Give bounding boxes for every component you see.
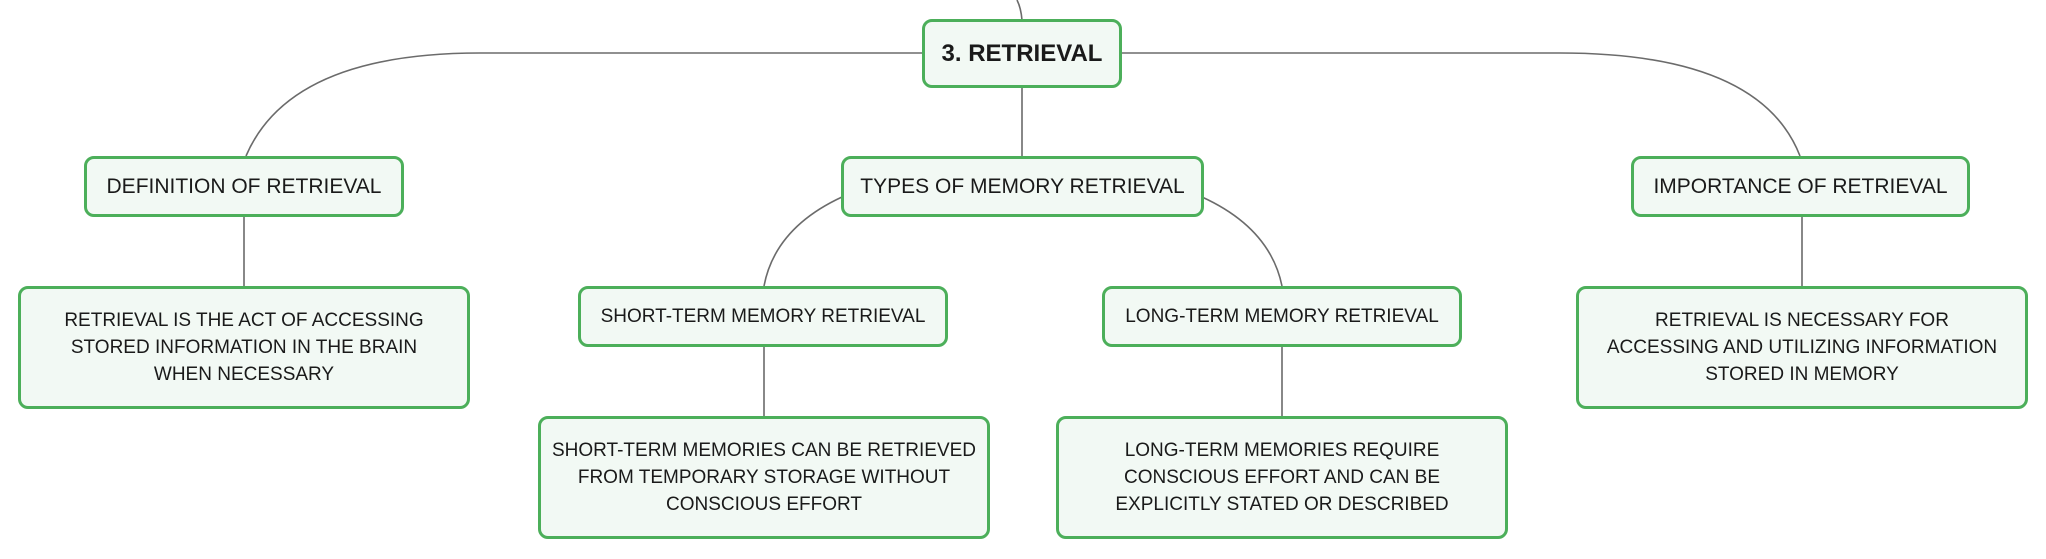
long-term-node[interactable]: LONG-TERM MEMORY RETRIEVAL: [1102, 286, 1462, 347]
definition-detail-text: RETRIEVAL IS THE ACT OF ACCESSING STORED…: [64, 310, 424, 385]
connector-root-to-definition: [245, 52, 922, 157]
root-node-label: 3. RETRIEVAL: [941, 40, 1103, 67]
short-term-detail-text: SHORT-TERM MEMORIES CAN BE RETRIEVED FRO…: [551, 440, 977, 515]
types-node-label: TYPES OF MEMORY RETRIEVAL: [860, 175, 1185, 198]
importance-node[interactable]: IMPORTANCE OF RETRIEVAL: [1631, 156, 1970, 217]
importance-detail-text: RETRIEVAL IS NECESSARY FOR ACCESSING AND…: [1606, 310, 1998, 385]
root-node[interactable]: 3. RETRIEVAL: [922, 19, 1122, 88]
long-term-node-label: LONG-TERM MEMORY RETRIEVAL: [1125, 306, 1439, 327]
importance-detail-node[interactable]: RETRIEVAL IS NECESSARY FOR ACCESSING AND…: [1576, 286, 2028, 409]
long-term-detail-node[interactable]: LONG-TERM MEMORIES REQUIRE CONSCIOUS EFF…: [1056, 416, 1508, 539]
connector-root-to-importance: [1122, 52, 1801, 157]
types-node[interactable]: TYPES OF MEMORY RETRIEVAL: [841, 156, 1204, 217]
definition-detail-node[interactable]: RETRIEVAL IS THE ACT OF ACCESSING STORED…: [18, 286, 470, 409]
definition-node[interactable]: DEFINITION OF RETRIEVAL: [84, 156, 404, 217]
short-term-detail-node[interactable]: SHORT-TERM MEMORIES CAN BE RETRIEVED FRO…: [538, 416, 990, 539]
connector-types-to-long-term: [1201, 196, 1283, 287]
definition-node-label: DEFINITION OF RETRIEVAL: [106, 175, 382, 198]
long-term-detail-text: LONG-TERM MEMORIES REQUIRE CONSCIOUS EFF…: [1115, 440, 1449, 515]
short-term-node[interactable]: SHORT-TERM MEMORY RETRIEVAL: [578, 286, 948, 347]
connector-types-to-short-term: [763, 196, 843, 287]
connector-parent-to-root: [1016, 0, 1023, 21]
short-term-node-label: SHORT-TERM MEMORY RETRIEVAL: [600, 306, 926, 327]
importance-node-label: IMPORTANCE OF RETRIEVAL: [1653, 175, 1948, 198]
